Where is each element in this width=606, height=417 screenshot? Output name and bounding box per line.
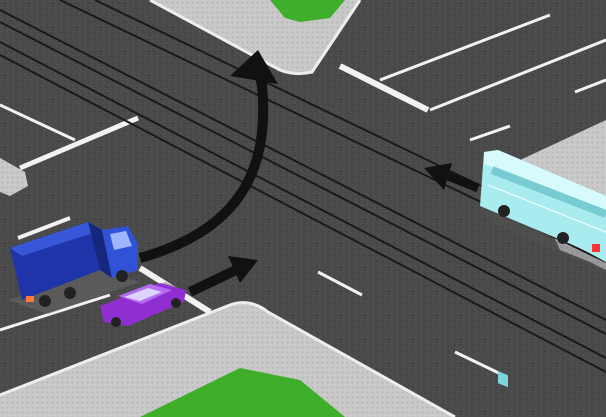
intersection-scene	[0, 0, 606, 417]
intersection-illustration	[0, 0, 606, 417]
